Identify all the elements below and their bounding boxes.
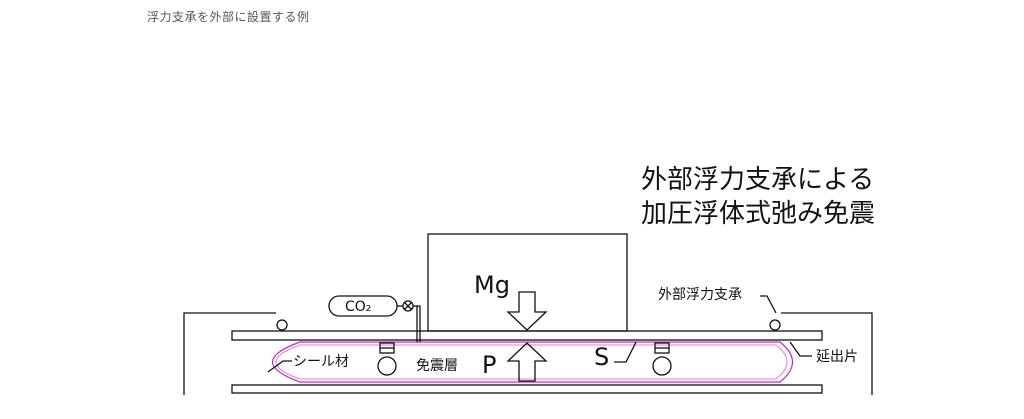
mg-down-arrow — [506, 291, 548, 331]
co2-label: CO₂ — [345, 299, 371, 315]
s-leader — [614, 341, 637, 363]
upper-plate — [231, 330, 823, 341]
co2-valve-icon — [402, 300, 414, 312]
bottom-plate — [231, 384, 823, 394]
foundation-frame — [183, 312, 873, 395]
right-support-roller — [769, 319, 781, 331]
seal-material — [271, 341, 794, 383]
seal-material-inner — [275, 344, 788, 380]
left-support-roller — [276, 319, 288, 331]
s-label: S — [594, 343, 609, 371]
building-block — [427, 233, 628, 332]
figure-caption: 浮力支承を外部に設置する例 — [147, 10, 310, 24]
seal-leader — [267, 360, 292, 373]
isolation-layer-label: 免震層 — [416, 358, 458, 374]
co2-pipe — [397, 305, 421, 342]
right-roller-bearing — [652, 342, 672, 376]
mg-label: Mg — [474, 271, 510, 299]
diagram-title-line2: 加圧浮体式弛み免震 — [641, 199, 875, 229]
extension-leader — [789, 341, 812, 357]
diagram-title-line1: 外部浮力支承による — [641, 165, 874, 195]
extension-piece-label: 延出片 — [816, 349, 858, 365]
left-roller-bearing — [377, 342, 397, 376]
p-up-arrow — [506, 342, 548, 382]
p-label: P — [482, 351, 496, 379]
bearing-leader — [760, 295, 777, 314]
external-buoyancy-bearing-label: 外部浮力支承 — [658, 287, 742, 303]
seal-label: シール材 — [293, 354, 349, 370]
